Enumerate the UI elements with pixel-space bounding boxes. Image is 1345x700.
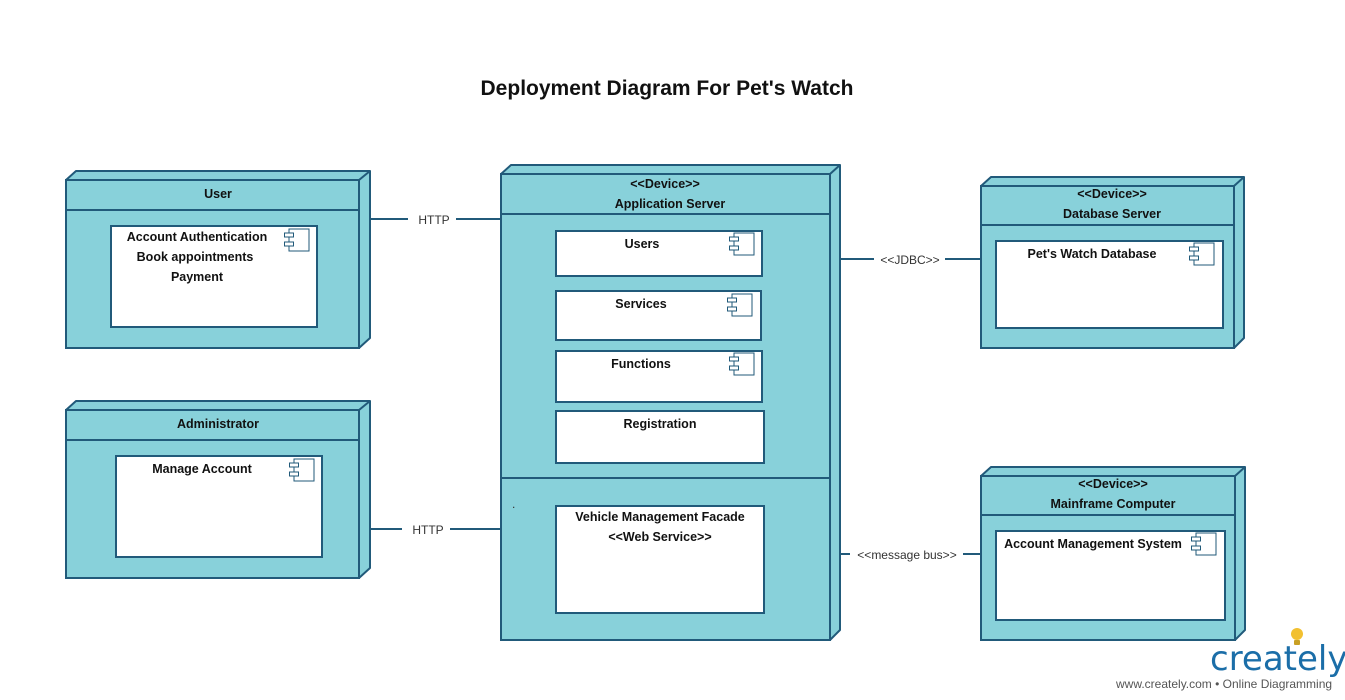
component-manage-account[interactable]: Manage Account bbox=[115, 455, 323, 558]
component-users[interactable]: Users bbox=[555, 230, 763, 277]
node-application-server[interactable]: <<Device>> Application Server Users Serv… bbox=[500, 164, 841, 641]
connector-label-message-bus: <<message bus>> bbox=[857, 548, 956, 562]
lightbulb-icon bbox=[1291, 628, 1303, 645]
node-application-server-name: Application Server bbox=[615, 197, 726, 211]
component-stereotype: <<Web Service>> bbox=[608, 530, 711, 544]
component-pets-watch-database[interactable]: Pet's Watch Database bbox=[995, 240, 1224, 329]
component-user-features[interactable]: Account Authentication Book appointments… bbox=[110, 225, 318, 328]
node-user[interactable]: User Account Authentication Book appoint… bbox=[65, 170, 371, 349]
component-label: Pet's Watch Database bbox=[1028, 247, 1157, 261]
component-label: Book appointments bbox=[137, 250, 254, 264]
node-administrator[interactable]: Administrator Manage Account bbox=[65, 400, 371, 579]
component-functions[interactable]: Functions bbox=[555, 350, 763, 403]
stray-dot: . bbox=[512, 497, 515, 511]
creately-tagline: www.creately.com • Online Diagramming bbox=[1115, 677, 1332, 691]
creately-wordmark: creately bbox=[1210, 639, 1345, 679]
connector-label-http-user: HTTP bbox=[418, 213, 449, 227]
component-label: Functions bbox=[611, 357, 671, 371]
node-mainframe-computer[interactable]: <<Device>> Mainframe Computer Account Ma… bbox=[980, 466, 1246, 641]
component-label: Vehicle Management Facade bbox=[575, 510, 745, 524]
node-user-name: User bbox=[204, 187, 232, 201]
node-stereotype: <<Device>> bbox=[630, 177, 700, 191]
node-mainframe-computer-name: Mainframe Computer bbox=[1050, 497, 1175, 511]
component-label: Account Authentication bbox=[127, 230, 268, 244]
node-database-server[interactable]: <<Device>> Database Server Pet's Watch D… bbox=[980, 176, 1245, 349]
node-stereotype: <<Device>> bbox=[1078, 477, 1148, 491]
page-title: Deployment Diagram For Pet's Watch bbox=[481, 77, 854, 100]
node-administrator-name: Administrator bbox=[177, 417, 259, 431]
component-label: Registration bbox=[624, 417, 697, 431]
connector-label-jdbc: <<JDBC>> bbox=[880, 253, 939, 267]
creately-logo[interactable]: creately bbox=[1210, 628, 1345, 679]
component-vehicle-management-facade[interactable]: Vehicle Management Facade <<Web Service>… bbox=[555, 505, 765, 614]
component-label: Account Management System bbox=[1004, 537, 1182, 551]
component-label: Payment bbox=[171, 270, 224, 284]
component-account-management-system[interactable]: Account Management System bbox=[995, 530, 1226, 621]
connector-label-http-admin: HTTP bbox=[412, 523, 443, 537]
node-stereotype: <<Device>> bbox=[1077, 187, 1147, 201]
node-database-server-name: Database Server bbox=[1063, 207, 1161, 221]
component-registration[interactable]: Registration bbox=[555, 410, 765, 464]
component-label: Users bbox=[625, 237, 660, 251]
component-label: Services bbox=[615, 297, 666, 311]
component-label: Manage Account bbox=[152, 462, 252, 476]
component-services[interactable]: Services bbox=[555, 290, 762, 341]
